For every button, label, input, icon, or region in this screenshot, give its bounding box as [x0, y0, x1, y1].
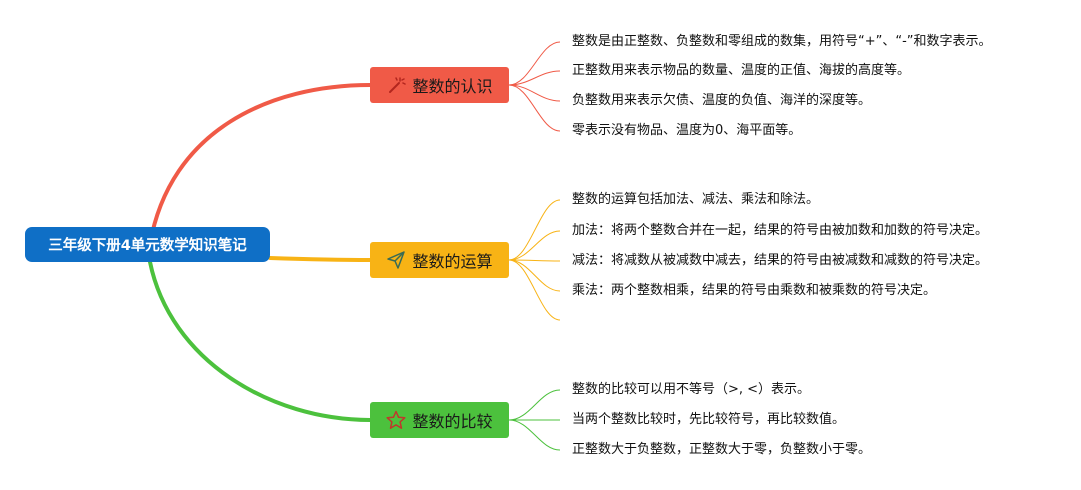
leaf-topic[interactable]: 零表示没有物品、温度为0、海平面等。 [572, 123, 802, 138]
magic-wand-icon [389, 77, 407, 93]
leaf-topic[interactable]: 加法：将两个整数合并在一起，结果的符号由被加数和加数的符号决定。 [572, 223, 989, 238]
leaf-topic[interactable]: 整数的比较可以用不等号（>, <）表示。 [572, 382, 811, 397]
leaf-topic[interactable]: 整数的运算包括加法、减法、乘法和除法。 [572, 192, 820, 207]
paper-plane-icon [387, 251, 406, 269]
branch-1-leaf-connectors [508, 41, 561, 132]
branch-topic-integer-operations[interactable]: 整数的运算 [370, 242, 509, 278]
branch-topic-label: 整数的认识 [412, 77, 493, 96]
leaf-topic[interactable]: 正整数用来表示物品的数量、温度的正值、海拔的高度等。 [572, 63, 911, 78]
branch-topic-label: 整数的运算 [412, 252, 493, 271]
branch-3-leaf-connectors [508, 389, 561, 451]
leaf-topic[interactable]: 负整数用来表示欠债、温度的负值、海洋的深度等。 [572, 93, 872, 108]
branch-2-connector [268, 256, 372, 262]
leaf-topic[interactable]: 当两个整数比较时，先比较符号，再比较数值。 [572, 412, 846, 427]
branch-topic-integer-recognition[interactable]: 整数的认识 [370, 67, 509, 103]
leaf-topic[interactable]: 减法：将减数从被减数中减去，结果的符号由被减数和减数的符号决定。 [572, 253, 989, 268]
branch-topic-label: 整数的比较 [412, 412, 493, 431]
leaf-topic[interactable]: 正整数大于负整数，正整数大于零，负整数小于零。 [572, 442, 872, 457]
leaf-topic[interactable]: 整数是由正整数、负整数和零组成的数集，用符号“+”、“-”和数字表示。 [572, 34, 992, 49]
root-topic-label: 三年级下册4单元数学知识笔记 [48, 238, 247, 254]
branch-2-leaf-connectors [508, 199, 561, 321]
branch-3-connector [148, 260, 372, 422]
branch-1-connector [148, 83, 372, 246]
star-icon [386, 410, 407, 429]
leaf-topic[interactable]: 乘法：两个整数相乘，结果的符号由乘数和被乘数的符号决定。 [572, 283, 937, 298]
branch-topic-integer-comparison[interactable]: 整数的比较 [370, 402, 509, 438]
root-topic[interactable]: 三年级下册4单元数学知识笔记 [25, 227, 270, 262]
